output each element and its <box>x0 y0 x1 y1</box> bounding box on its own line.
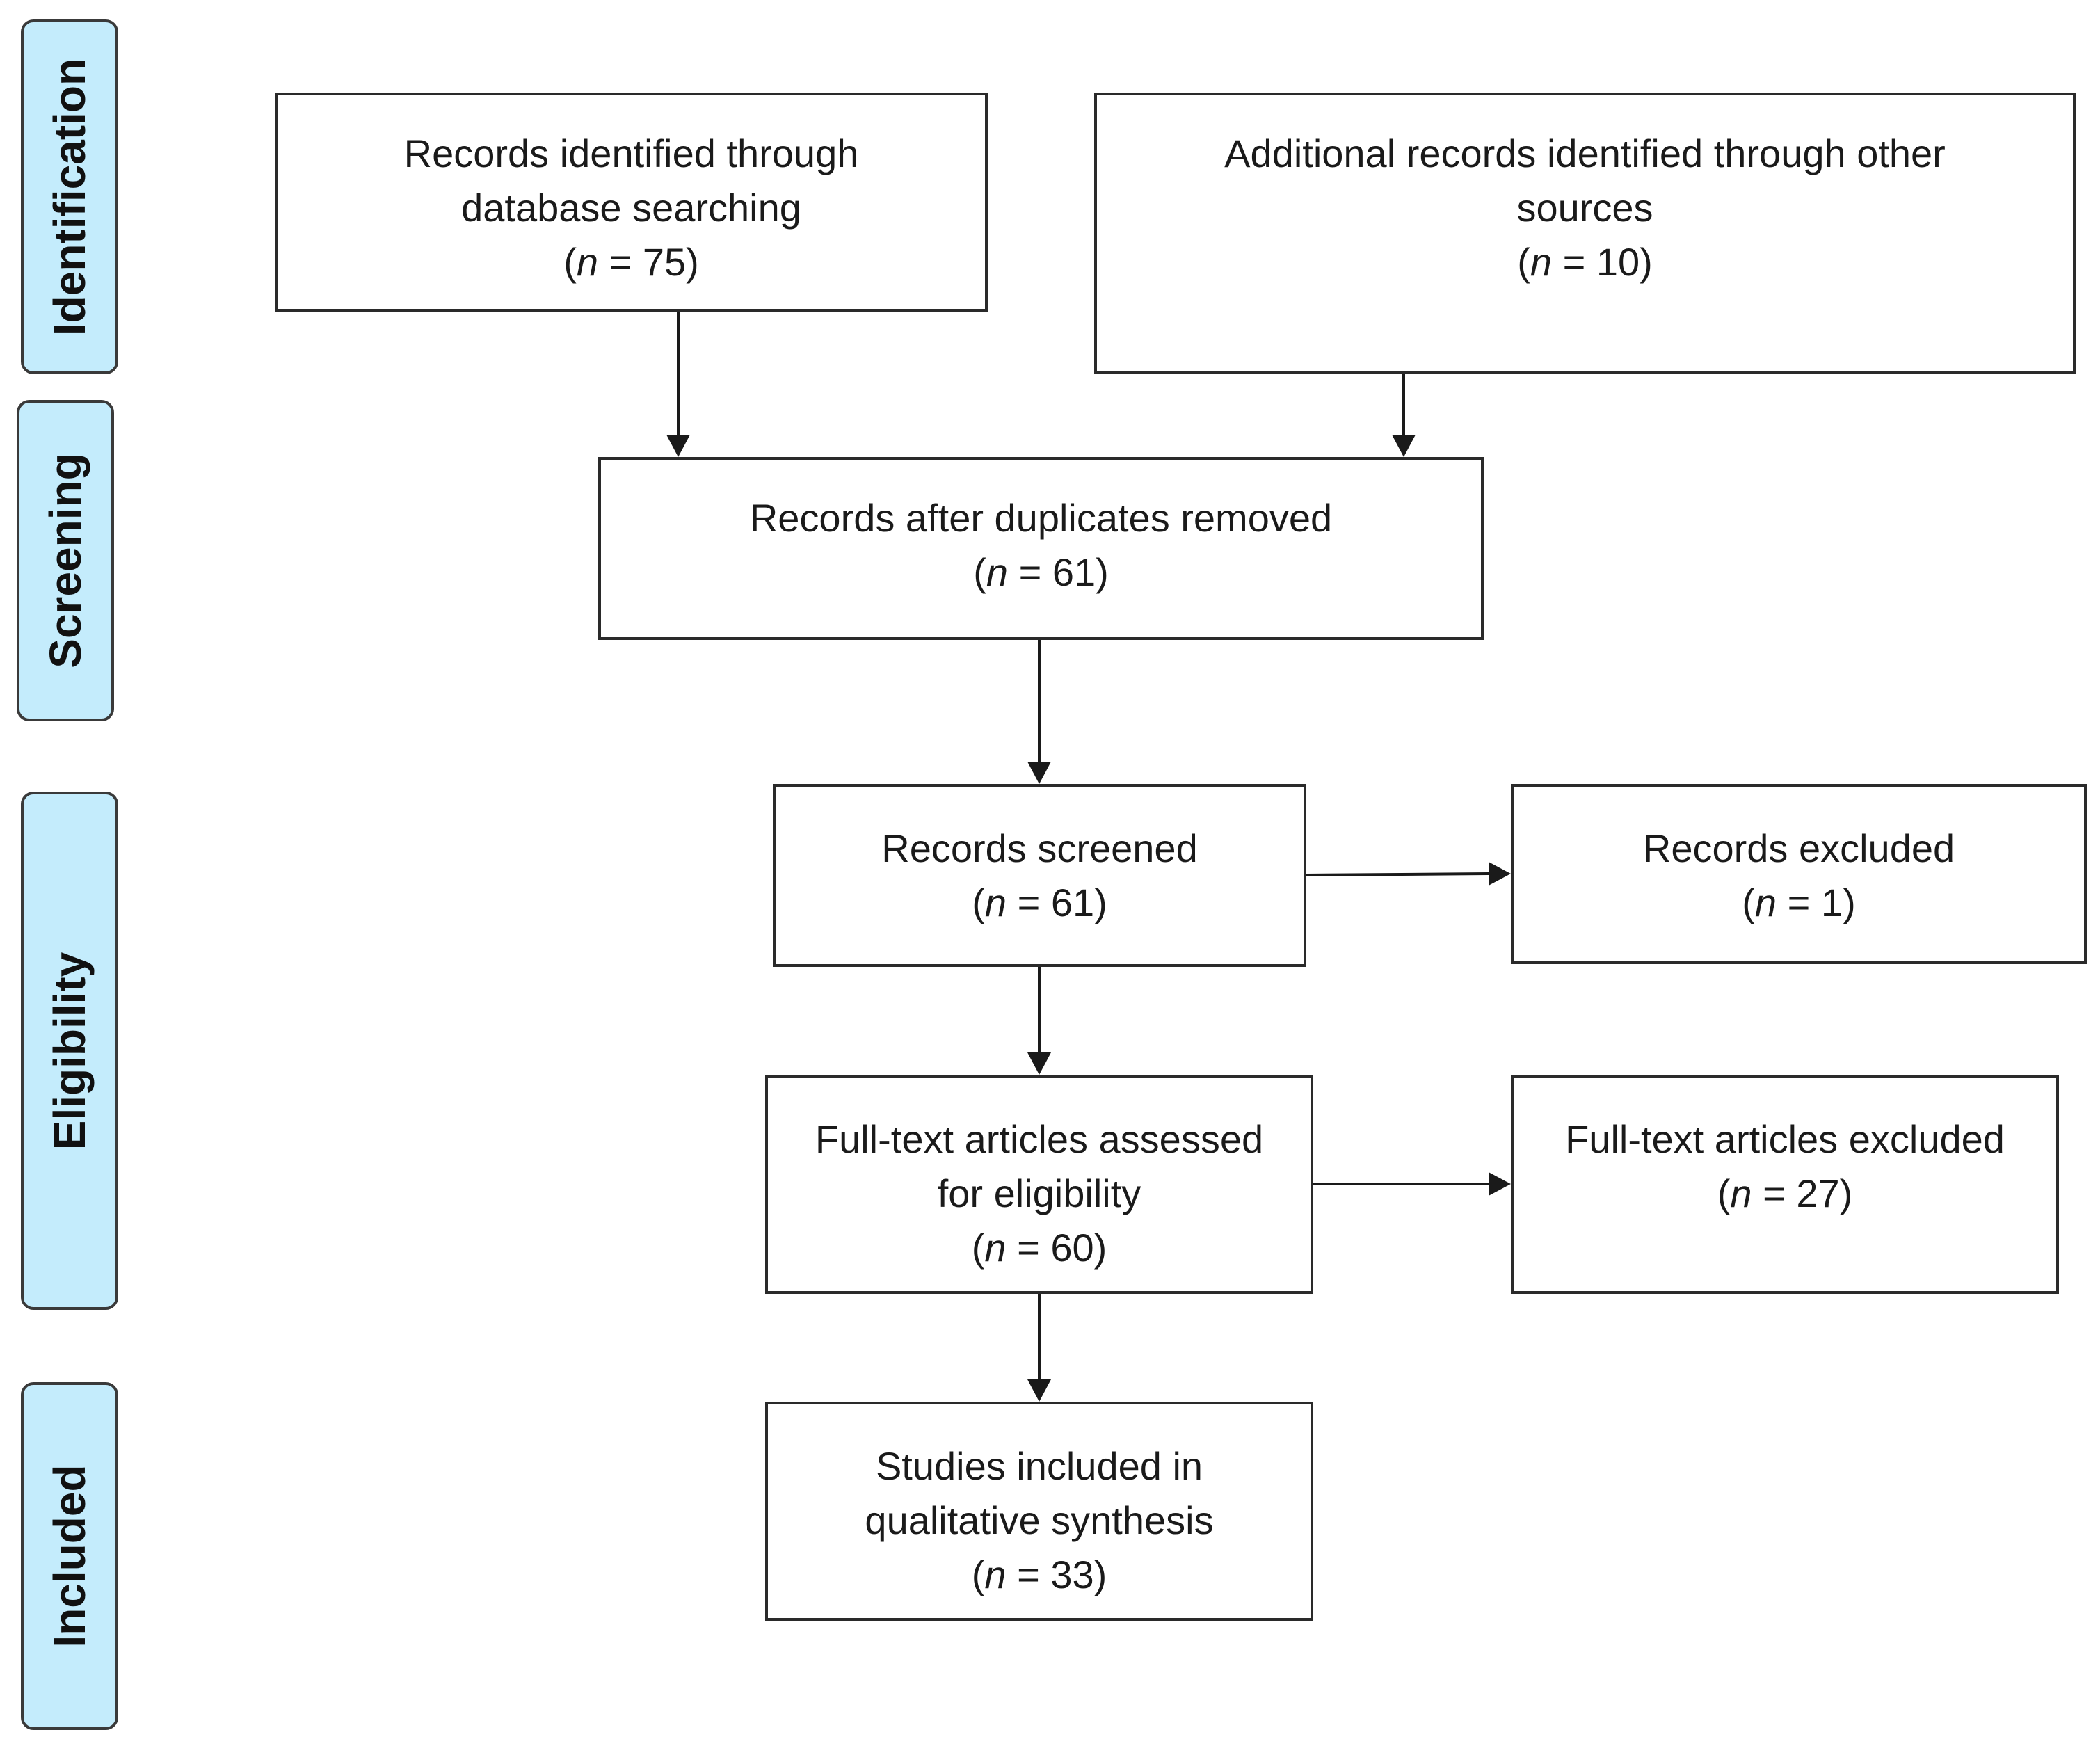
box-screened-text: Records screened <box>881 826 1198 870</box>
box-records-excluded: Records excluded (n = 1) <box>1511 784 2087 964</box>
box-records-screened: Records screened (n = 61) <box>773 784 1306 967</box>
box-database-text: Records identified through database sear… <box>403 131 859 230</box>
phase-screening: Screening <box>17 400 114 721</box>
box-excluded-count: (n = 1) <box>1742 881 1856 924</box>
arrow-duplicates-to-screened <box>1027 640 1051 784</box>
box-fulltext-assessed: Full-text articles assessed for eligibil… <box>765 1075 1313 1294</box>
box-included-count: (n = 33) <box>971 1553 1107 1596</box>
arrow-screened-to-excluded <box>1306 862 1511 886</box>
arrow-database-to-duplicates <box>666 312 690 457</box>
arrow-fulltext-to-excluded <box>1313 1172 1511 1196</box>
box-duplicates-text: Records after duplicates removed <box>749 496 1333 540</box>
box-other-text: Additional records identified through ot… <box>1224 131 1946 230</box>
phase-included: Included <box>21 1382 118 1730</box>
box-duplicates-removed: Records after duplicates removed (n = 61… <box>598 457 1484 640</box>
box-fulltext-excluded: Full-text articles excluded (n = 27) <box>1511 1075 2059 1294</box>
box-duplicates-count: (n = 61) <box>973 550 1109 594</box>
box-fulltext-excluded-text: Full-text articles excluded <box>1565 1117 2005 1161</box>
box-screened-count: (n = 61) <box>972 881 1107 924</box>
box-other-count: (n = 10) <box>1517 240 1653 284</box>
box-studies-included: Studies included in qualitative synthesi… <box>765 1402 1313 1621</box>
phase-identification: Identification <box>21 19 118 374</box>
box-other-sources: Additional records identified through ot… <box>1094 93 2076 374</box>
box-fulltext-count: (n = 60) <box>971 1226 1107 1270</box>
box-fulltext-excluded-count: (n = 27) <box>1717 1171 1853 1215</box>
box-fulltext-text: Full-text articles assessed for eligibil… <box>815 1117 1264 1215</box>
phase-eligibility: Eligibility <box>21 792 118 1310</box>
box-included-text: Studies included in qualitative synthesi… <box>865 1444 1214 1542</box>
arrow-fulltext-to-included <box>1027 1294 1051 1402</box>
box-excluded-text: Records excluded <box>1642 826 1955 870</box>
box-database-count: (n = 75) <box>563 240 699 284</box>
arrow-screened-to-fulltext <box>1027 967 1051 1075</box>
box-database-searching: Records identified through database sear… <box>275 93 988 312</box>
arrow-other-to-duplicates <box>1392 374 1416 457</box>
